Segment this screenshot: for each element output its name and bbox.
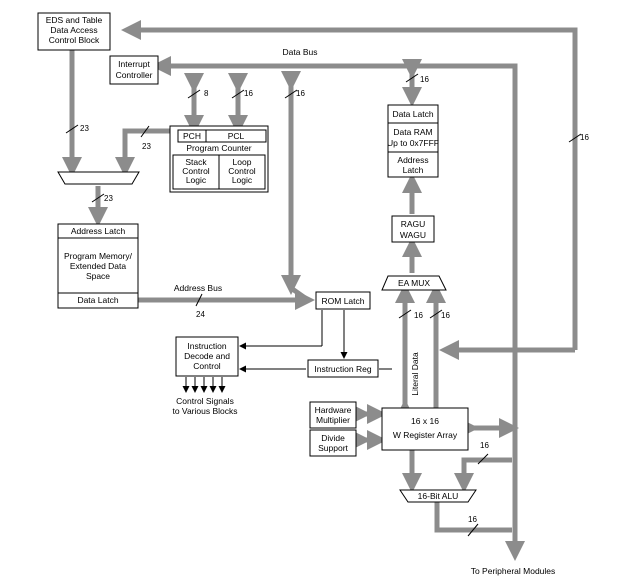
- loop-control-3: Logic: [232, 175, 253, 185]
- width-label-alu-right: 16: [480, 441, 489, 450]
- width-label-data-latch: 16: [420, 75, 429, 84]
- width-label-data-bus-right: 16: [580, 133, 589, 142]
- data-latch-top-label: Data Latch: [392, 109, 433, 119]
- eds-line-2: Data Access: [50, 25, 97, 35]
- width-slash: [467, 523, 479, 537]
- to-peripheral-label: To Peripheral Modules: [471, 566, 556, 576]
- width-slash: [568, 133, 582, 143]
- bus-width-marks: [65, 73, 582, 537]
- width-label-pch: 8: [204, 89, 209, 98]
- width-slash: [405, 73, 419, 83]
- width-label-pc: 23: [142, 142, 151, 151]
- ragu-wagu-block: RAGU WAGU: [391, 215, 435, 243]
- data-ram-line-2: Up to 0x7FFF: [387, 138, 439, 148]
- rom-latch-label: ROM Latch: [322, 296, 365, 306]
- program-counter-block: PCH PCL Program Counter Stack Control Lo…: [169, 125, 269, 193]
- eds-line-1: EDS and Table: [46, 15, 103, 25]
- width-label-alu-out: 16: [468, 515, 477, 524]
- control-signals-line-1: Control Signals: [176, 396, 234, 406]
- w-register-line-1: 16 x 16: [411, 416, 439, 426]
- wagu-label: WAGU: [400, 230, 426, 240]
- hardware-multiplier: Hardware Multiplier: [309, 401, 357, 429]
- width-label-w-eamux: 16: [441, 311, 450, 320]
- hardware-multiplier-1: Hardware: [315, 405, 352, 415]
- width-slash: [140, 125, 150, 138]
- ea-mux: EA MUX: [381, 275, 447, 291]
- interrupt-line-1: Interrupt: [118, 59, 150, 69]
- rom-latch-data-bus: [281, 70, 310, 303]
- ragu-label: RAGU: [401, 219, 426, 229]
- alu-output: [434, 502, 512, 533]
- control-signals-line-2: to Various Blocks: [172, 406, 237, 416]
- width-label-eds: 23: [80, 124, 89, 133]
- width-slash: [187, 89, 201, 99]
- stack-control-2: Control: [182, 166, 210, 176]
- program-memory-line-3: Space: [86, 271, 110, 281]
- program-memory-line-1: Program Memory/: [64, 251, 133, 261]
- alu: 16-Bit ALU: [399, 489, 477, 503]
- loop-control-1: Loop: [233, 157, 252, 167]
- literal-data-label: Literal Data: [410, 352, 420, 396]
- pch-label: PCH: [183, 131, 201, 141]
- instruction-decode-2: Decode and: [184, 351, 230, 361]
- data-latch-bottom-label: Data Latch: [77, 295, 118, 305]
- interrupt-controller: Interrupt Controller: [109, 55, 159, 85]
- width-slash: [231, 89, 245, 99]
- rom-latch: ROM Latch: [315, 291, 371, 310]
- alu-label: 16-Bit ALU: [418, 491, 459, 501]
- width-slash: [477, 453, 489, 465]
- width-label-literal: 16: [414, 311, 423, 320]
- width-slash: [429, 309, 443, 319]
- divide-support-1: Divide: [321, 433, 345, 443]
- program-memory-block: Address Latch Program Memory/ Extended D…: [57, 223, 139, 309]
- hardware-multiplier-2: Multiplier: [316, 415, 350, 425]
- data-bus-line: [121, 20, 578, 350]
- width-slash: [195, 293, 203, 307]
- instruction-decode-3: Control: [193, 361, 221, 371]
- data-bus-to-interrupt: [151, 56, 518, 555]
- eds-control-block: EDS and Table Data Access Control Block: [37, 12, 111, 51]
- pc-to-mux: [115, 128, 170, 177]
- pcl-label: PCL: [228, 131, 245, 141]
- instruction-decode-1: Instruction: [187, 341, 226, 351]
- address-latch-left-label: Address Latch: [71, 226, 126, 236]
- width-label-pcl: 16: [244, 89, 253, 98]
- divide-support-2: Support: [318, 443, 348, 453]
- instruction-decode-block: Instruction Decode and Control: [175, 336, 239, 377]
- address-latch-right-1: Address: [397, 155, 428, 165]
- data-ram-line-1: Data RAM: [393, 127, 432, 137]
- program-memory-line-2: Extended Data: [70, 261, 127, 271]
- address-bus-label: Address Bus: [174, 283, 222, 293]
- control-lines: [182, 310, 392, 393]
- address-mux: [57, 171, 140, 185]
- width-slash: [398, 309, 412, 319]
- width-label-mux: 23: [104, 194, 113, 203]
- width-label-address-bus: 24: [196, 310, 205, 319]
- width-slash: [65, 124, 79, 134]
- divide-support: Divide Support: [309, 429, 357, 457]
- buses: [62, 20, 578, 561]
- stack-control-1: Stack: [185, 157, 207, 167]
- address-latch-right-2: Latch: [403, 165, 424, 175]
- bus-to-alu-right: [454, 457, 512, 493]
- width-slash: [91, 193, 105, 203]
- data-bus-label: Data Bus: [283, 47, 318, 57]
- w-register-line-2: W Register Array: [393, 430, 458, 440]
- stack-control-3: Logic: [186, 175, 207, 185]
- instruction-reg-label: Instruction Reg: [314, 364, 371, 374]
- instruction-register: Instruction Reg: [307, 359, 379, 378]
- width-label-rom: 16: [296, 89, 305, 98]
- program-counter-label: Program Counter: [186, 143, 251, 153]
- w-register-array: 16 x 16 W Register Array: [381, 407, 469, 451]
- eds-line-3: Control Block: [49, 35, 100, 45]
- width-slash: [284, 89, 298, 99]
- data-ram-block: Data Latch Data RAM Up to 0x7FFF Address…: [387, 104, 439, 178]
- interrupt-line-2: Controller: [116, 70, 153, 80]
- loop-control-2: Control: [228, 166, 256, 176]
- ea-mux-label: EA MUX: [398, 278, 430, 288]
